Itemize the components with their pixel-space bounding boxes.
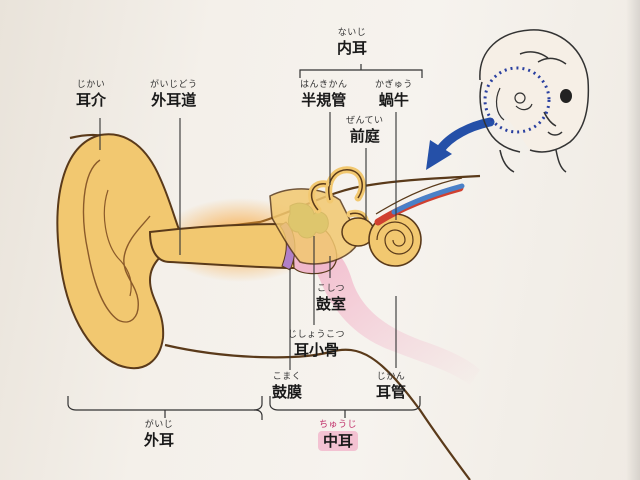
ruby-tympanic-cavity: こしつ (317, 284, 345, 294)
ruby-external-ear-canal: がいじどう (150, 80, 198, 90)
label-eardrum: こまく 鼓膜 (272, 372, 302, 401)
nerve-blue (391, 183, 465, 215)
label-vestibule: ぜんてい 前庭 (346, 116, 384, 145)
ear-highlight-circle (483, 66, 551, 134)
face-ear-detail (495, 87, 533, 121)
ruby-eustachian-tube: じかん (376, 372, 406, 382)
face-sketch (479, 29, 590, 173)
text-inner-ear: 内耳 (337, 39, 368, 57)
label-eustachian-tube: じかん 耳管 (376, 372, 406, 401)
text-tympanic-cavity: 鼓室 (316, 295, 347, 313)
ruby-vestibule: ぜんてい (346, 116, 384, 126)
text-eustachian-tube: 耳管 (376, 383, 407, 401)
label-external-ear-canal: がいじどう 外耳道 (150, 80, 198, 109)
auricle (56, 133, 181, 370)
page-edge-shadow (626, 0, 640, 480)
ruby-inner-ear: ないじ (337, 28, 367, 38)
label-inner-ear: ないじ 内耳 (337, 28, 367, 57)
text-cochlea: 蝸牛 (378, 91, 409, 109)
label-cochlea: かぎゅう 蝸牛 (375, 80, 413, 109)
cochlea (368, 213, 422, 267)
ruby-outer-ear: がいじ (144, 420, 174, 430)
label-tympanic-cavity: こしつ 鼓室 (316, 284, 346, 313)
text-ossicles: 耳小骨 (294, 341, 340, 359)
text-eardrum: 鼓膜 (272, 383, 303, 401)
outer-ear-bracket-right (253, 396, 263, 411)
temporal-bone (269, 188, 361, 265)
ruby-middle-ear: ちゅうじ (319, 420, 358, 430)
auricle-inner-fold (82, 159, 151, 323)
text-semicircular-canals: 半規管 (301, 91, 347, 109)
pointer-arrow-head (426, 140, 452, 170)
ruby-ossicles: じしょうこつ (288, 330, 346, 340)
text-auricle: 耳介 (76, 91, 107, 109)
label-outer-ear: がいじ 外耳 (144, 420, 174, 449)
pointer-arrow (435, 117, 495, 155)
eustachian-tube (295, 238, 480, 385)
ruby-cochlea: かぎゅう (375, 80, 413, 90)
ruby-semicircular-canals: はんきかん (300, 80, 348, 90)
nerve-outline (375, 177, 463, 215)
ruby-eardrum: こまく (272, 372, 302, 382)
head-outline-lower (164, 343, 471, 480)
text-outer-ear: 外耳 (144, 431, 175, 449)
label-middle-ear: ちゅうじ 中耳 (318, 420, 359, 451)
label-auricle: じかい 耳介 (76, 80, 106, 109)
ear-canal (148, 222, 297, 270)
leader-lines (99, 112, 397, 370)
text-middle-ear: 中耳 (318, 431, 359, 451)
inner-ear-bracket (299, 69, 423, 78)
label-ossicles: じしょうこつ 耳小骨 (288, 330, 345, 359)
label-semicircular-canals: はんきかん 半規管 (300, 80, 348, 109)
text-external-ear-canal: 外耳道 (151, 91, 197, 109)
auricle-antihelix (103, 189, 132, 297)
ruby-auricle: じかい (76, 80, 106, 90)
text-vestibule: 前庭 (349, 127, 380, 145)
